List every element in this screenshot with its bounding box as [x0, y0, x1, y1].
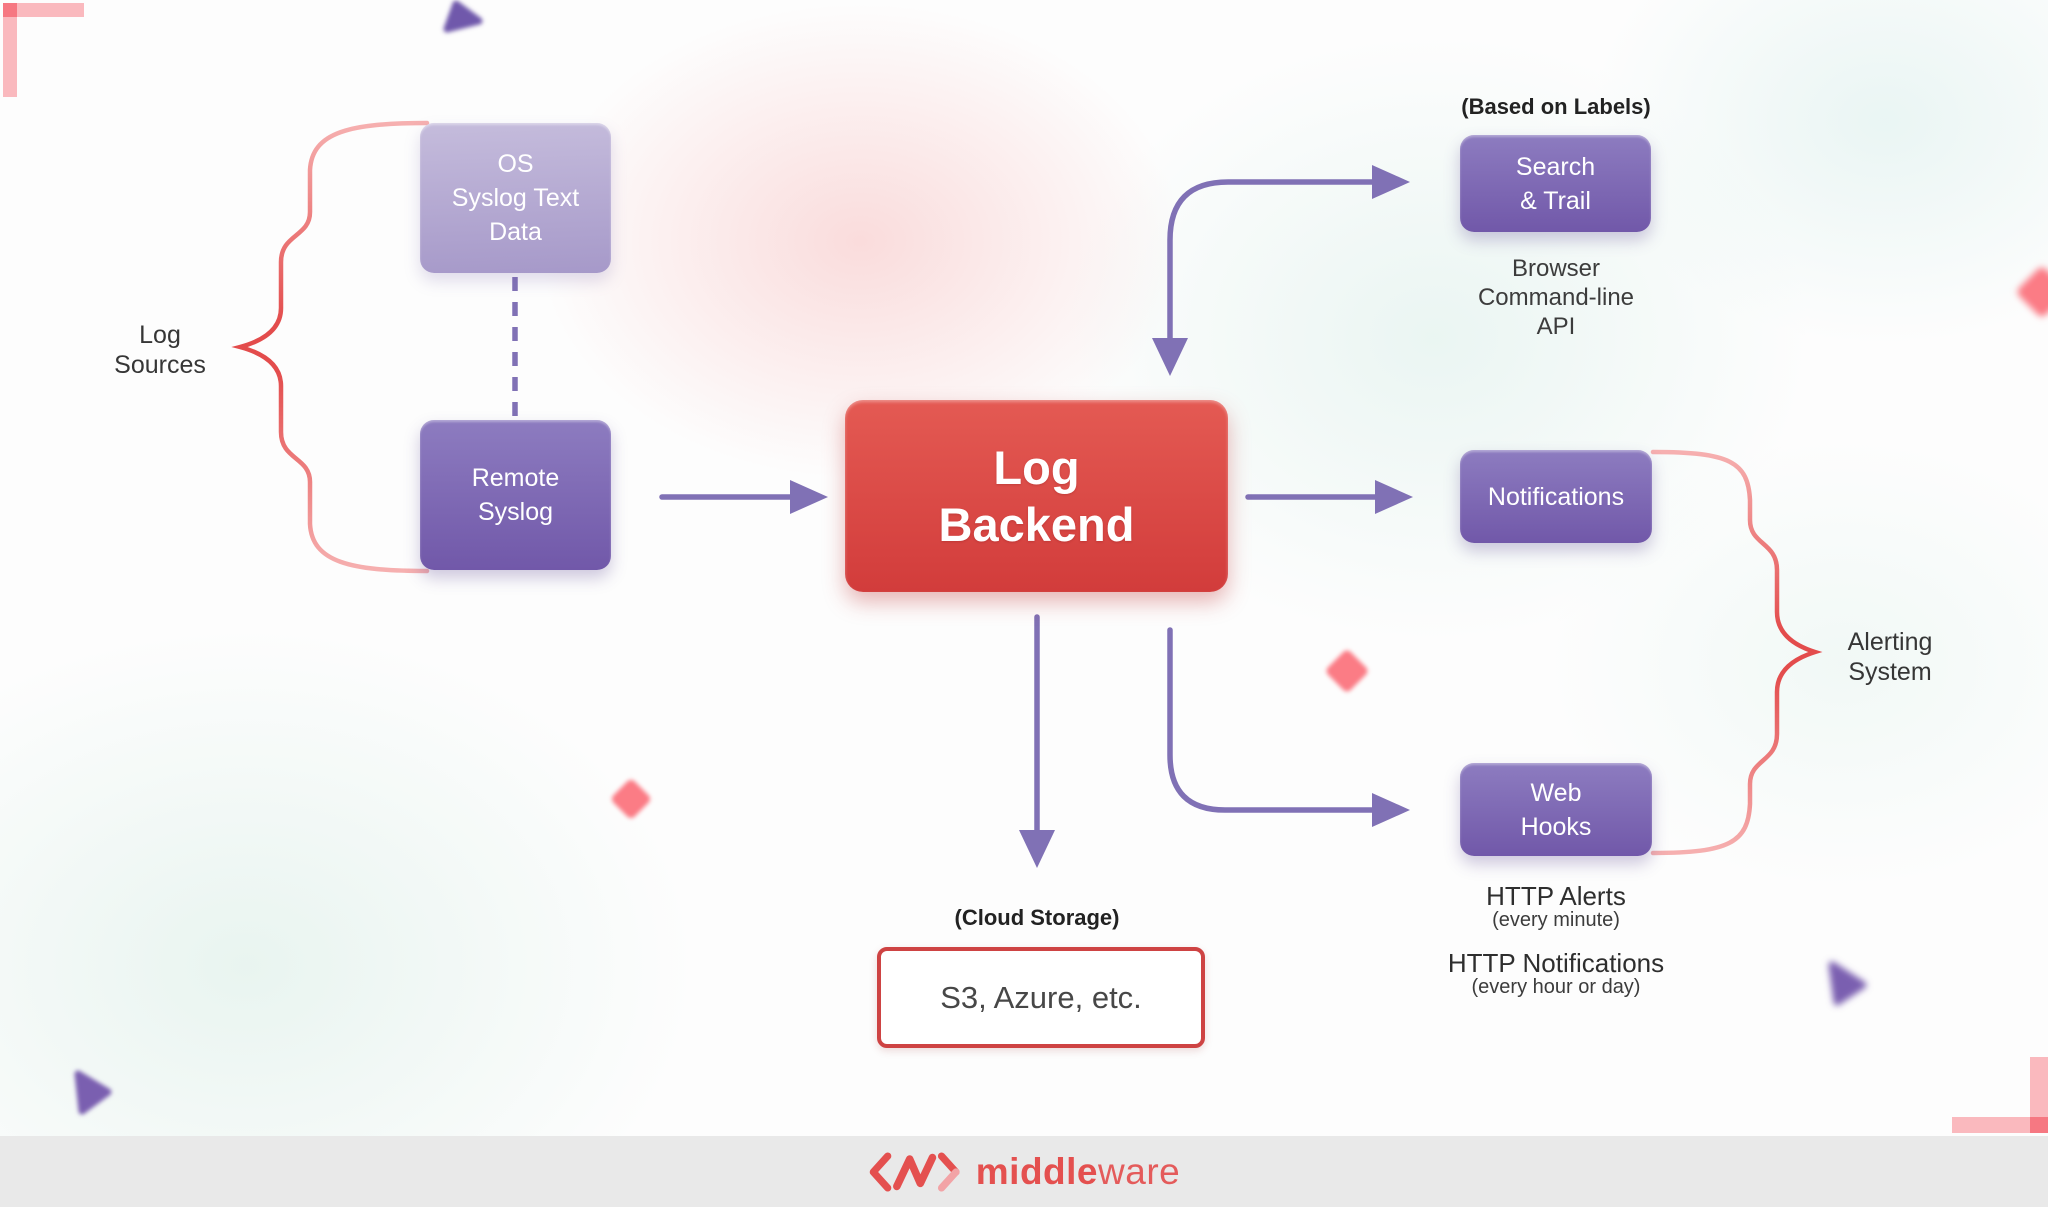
decor-triangle-top	[443, 0, 483, 33]
corner-accent-top-left-horizontal	[3, 3, 84, 17]
corner-accent-bottom-right-core	[2030, 1117, 2048, 1133]
arrow-backend-to-cloud-storage	[1019, 614, 1055, 868]
log-sources-brace	[231, 120, 430, 574]
node-log-backend: Log Backend	[845, 400, 1228, 592]
label-cloud-storage: (Cloud Storage)	[954, 905, 1120, 930]
label-log-sources: Log Sources	[114, 321, 206, 379]
corner-accent-top-left-vertical	[3, 3, 17, 97]
label-search-access-list: Browser Command-line API	[1477, 255, 1635, 340]
node-line: Log	[993, 441, 1080, 494]
corner-accent-bottom-right-horizontal	[1952, 1117, 2048, 1133]
label-http-alerts: HTTP Alerts	[1486, 881, 1626, 911]
corner-accent-bottom-right-vertical	[2030, 1057, 2048, 1133]
middleware-brand: middleware	[868, 1144, 1180, 1200]
node-notifications: Notifications	[1460, 450, 1652, 543]
decor-diamond-right-edge	[2017, 267, 2048, 317]
label-based-on-labels: (Based on Labels)	[1461, 94, 1651, 119]
node-remote-syslog: Remote Syslog	[420, 420, 611, 570]
brand-wordmark: middleware	[976, 1151, 1180, 1193]
node-search-trail: Search & Trail	[1460, 135, 1651, 232]
arrow-backend-search-trail-bidirectional	[1152, 165, 1410, 376]
node-line: Syslog Text	[451, 184, 580, 212]
decor-diamond-left	[611, 779, 651, 819]
arrow-remote-syslog-to-backend	[659, 480, 828, 514]
brand-wordmark-light: ware	[1098, 1150, 1181, 1192]
label-http-notifications-frequency: (every hour or day)	[1471, 976, 1641, 998]
node-line: S3, Azure, etc.	[940, 979, 1142, 1015]
middleware-logo-icon	[869, 1151, 960, 1192]
decor-diamond-center	[1326, 650, 1368, 692]
decor-triangle-right	[1828, 961, 1867, 1006]
arrow-backend-to-notifications	[1245, 480, 1413, 514]
node-line: Search	[1515, 152, 1596, 181]
node-os-syslog-text-data: OS Syslog Text Data	[420, 123, 611, 273]
label-http-alerts-frequency: (every minute)	[1492, 909, 1620, 931]
node-cloud-storage-box: S3, Azure, etc.	[877, 947, 1205, 1048]
node-line: Web	[1530, 778, 1582, 807]
decor-triangle-bottom-left	[74, 1070, 112, 1115]
node-line: OS	[497, 150, 534, 178]
corner-accent-top-left-core	[3, 3, 17, 17]
alerting-system-brace	[1650, 449, 1823, 856]
label-http-notifications: HTTP Notifications	[1447, 948, 1665, 978]
node-line: Notifications	[1487, 482, 1625, 511]
brand-wordmark-bold: middle	[975, 1150, 1099, 1192]
label-alerting-system: Alerting System	[1847, 628, 1933, 686]
node-line: Hooks	[1520, 812, 1592, 841]
node-line: Data	[489, 218, 542, 246]
node-web-hooks: Web Hooks	[1460, 763, 1652, 856]
node-line: Backend	[938, 498, 1135, 551]
node-line: Remote	[471, 464, 560, 492]
footer-bar: middleware	[0, 1136, 2048, 1207]
node-line: Syslog	[477, 498, 554, 526]
arrow-backend-to-web-hooks	[1167, 627, 1410, 827]
node-line: & Trail	[1520, 186, 1591, 215]
